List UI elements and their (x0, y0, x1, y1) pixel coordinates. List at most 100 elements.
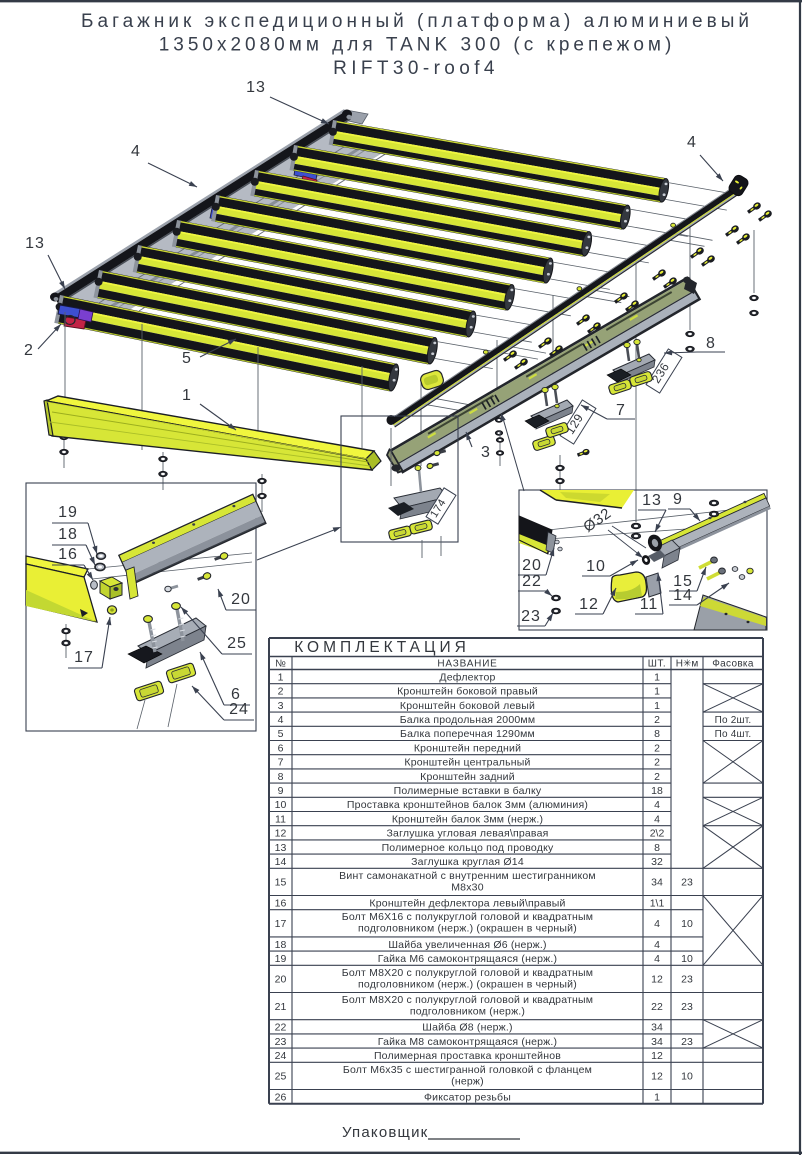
svg-text:4: 4 (131, 143, 141, 160)
svg-text:23: 23 (275, 1036, 287, 1048)
svg-text:Болт М8Х20 с полукруглой голов: Болт М8Х20 с полукруглой головой и квадр… (342, 967, 593, 979)
svg-text:1: 1 (654, 671, 660, 683)
svg-text:20: 20 (522, 557, 542, 574)
svg-text:11: 11 (275, 813, 286, 825)
svg-text:1\1: 1\1 (650, 897, 665, 909)
svg-text:1: 1 (182, 387, 192, 404)
svg-text:25: 25 (275, 1071, 287, 1083)
svg-text:10: 10 (586, 558, 606, 575)
svg-text:2\2: 2\2 (650, 828, 665, 840)
svg-text:34: 34 (651, 1022, 663, 1034)
svg-text:23: 23 (521, 608, 541, 625)
svg-text:1: 1 (654, 1091, 660, 1103)
svg-text:2: 2 (24, 342, 34, 359)
svg-text:КОМПЛЕКТАЦИЯ: КОМПЛЕКТАЦИЯ (294, 639, 470, 656)
svg-text:1: 1 (654, 686, 660, 698)
svg-text:4: 4 (654, 799, 660, 811)
svg-text:12: 12 (651, 1071, 663, 1083)
svg-text:21: 21 (275, 1001, 287, 1013)
svg-text:20: 20 (275, 974, 287, 986)
svg-text:Заглушка круглая Ø14: Заглушка круглая Ø14 (411, 856, 524, 868)
svg-text:4: 4 (278, 714, 284, 726)
svg-text:ШТ.: ШТ. (648, 659, 666, 670)
svg-text:Кронштейн боковой левый: Кронштейн боковой левый (400, 700, 535, 712)
svg-text:Дефлектор: Дефлектор (439, 671, 495, 683)
svg-text:Фасовка: Фасовка (712, 659, 754, 670)
svg-text:НАЗВАНИЕ: НАЗВАНИЕ (437, 659, 497, 670)
svg-text:№: № (275, 659, 286, 670)
svg-text:20: 20 (231, 591, 251, 608)
svg-text:15: 15 (673, 573, 693, 590)
svg-text:17: 17 (275, 918, 287, 930)
svg-text:8: 8 (654, 728, 660, 740)
svg-text:Гайка М6 самоконтрящаяся (нерж: Гайка М6 самоконтрящаяся (нерж.) (378, 953, 557, 965)
svg-text:Кронштейн задний: Кронштейн задний (420, 771, 515, 783)
svg-text:14: 14 (673, 587, 693, 604)
svg-text:Кронштейн балок 3мм (нерж.): Кронштейн балок 3мм (нерж.) (392, 813, 543, 825)
svg-text:2: 2 (654, 771, 660, 783)
svg-text:6: 6 (278, 742, 284, 754)
svg-text:32: 32 (651, 856, 663, 868)
svg-text:14: 14 (275, 856, 287, 868)
svg-text:12: 12 (651, 974, 663, 986)
svg-text:Винт самонакатной с внутренним: Винт самонакатной с внутренним шестигран… (339, 870, 596, 882)
svg-text:13: 13 (25, 235, 45, 252)
svg-text:8: 8 (706, 335, 716, 352)
svg-text:4: 4 (654, 813, 660, 825)
svg-text:RIFT30-roof4: RIFT30-roof4 (333, 58, 499, 79)
svg-text:Кронштейн центральный: Кронштейн центральный (404, 757, 530, 769)
svg-text:24: 24 (229, 701, 249, 718)
svg-text:10: 10 (681, 953, 693, 965)
svg-text:6: 6 (231, 686, 241, 703)
svg-text:Шайба Ø8 (нерж.): Шайба Ø8 (нерж.) (422, 1022, 512, 1034)
svg-text:19: 19 (58, 504, 78, 521)
svg-text:10: 10 (275, 799, 287, 811)
svg-text:1350х2080мм для TANK 300 (с кр: 1350х2080мм для TANK 300 (с крепежом) (159, 35, 676, 56)
svg-text:9: 9 (673, 491, 683, 508)
svg-text:22: 22 (522, 573, 542, 590)
svg-text:3: 3 (278, 700, 284, 712)
svg-text:5: 5 (182, 350, 192, 367)
svg-text:Полимерные вставки в балку: Полимерные вставки в балку (394, 785, 542, 797)
svg-text:Упаковщик: Упаковщик (342, 1124, 428, 1141)
svg-text:2: 2 (654, 757, 660, 769)
svg-text:25: 25 (227, 635, 247, 652)
svg-text:15: 15 (275, 877, 287, 889)
svg-text:Фиксатор резьбы: Фиксатор резьбы (424, 1091, 511, 1103)
svg-text:Кронштейн дефлектора левый\пра: Кронштейн дефлектора левый\правый (369, 897, 565, 909)
svg-text:Проставка кронштейнов балок 3м: Проставка кронштейнов балок 3мм (алюмини… (347, 799, 588, 811)
svg-text:подголовником (нерж.) (окраш: подголовником (нерж.) (окрашен в черный) (358, 978, 577, 990)
svg-text:22: 22 (651, 1001, 663, 1013)
svg-text:По 2шт.: По 2шт. (715, 715, 752, 726)
svg-text:Полимерная проставка кронштейн: Полимерная проставка кронштейнов (374, 1050, 561, 1062)
svg-text:Шайба увеличенная Ø6 (нерж.): Шайба увеличенная Ø6 (нерж.) (388, 939, 546, 951)
svg-text:4: 4 (654, 918, 660, 930)
svg-text:4: 4 (654, 939, 660, 951)
svg-text:11: 11 (640, 596, 659, 613)
svg-text:(нерж): (нерж) (451, 1075, 484, 1087)
svg-text:7: 7 (278, 757, 284, 769)
svg-text:подголовником (нерж.) (окраш: подголовником (нерж.) (окрашен в черный) (358, 923, 577, 935)
svg-text:18: 18 (651, 785, 663, 797)
svg-text:Болт М6Х16 с полукруглой голов: Болт М6Х16 с полукруглой головой и квадр… (342, 911, 593, 923)
svg-text:17: 17 (74, 649, 94, 666)
svg-text:1: 1 (654, 700, 660, 712)
svg-text:Болт М8Х20 с полукруглой голов: Болт М8Х20 с полукруглой головой и квадр… (342, 994, 593, 1006)
svg-text:8: 8 (278, 771, 284, 783)
svg-text:16: 16 (275, 897, 287, 909)
svg-text:Багажник экспедиционный (платф: Багажник экспедиционный (платформа) алюм… (81, 11, 753, 32)
svg-text:13: 13 (246, 79, 266, 96)
svg-text:Болт М6х35 с шестигранной гол: Болт М6х35 с шестигранной головкой с фла… (343, 1064, 592, 1076)
svg-text:Кронштейн передний: Кронштейн передний (414, 742, 521, 754)
svg-text:Балка продольная 2000мм: Балка продольная 2000мм (400, 714, 536, 726)
svg-text:34: 34 (651, 877, 663, 889)
svg-text:23: 23 (681, 974, 693, 986)
svg-text:19: 19 (275, 953, 287, 965)
svg-text:12: 12 (579, 596, 599, 613)
svg-text:2: 2 (654, 742, 660, 754)
svg-text:10: 10 (681, 1071, 693, 1083)
svg-text:7: 7 (616, 402, 626, 419)
svg-text:23: 23 (681, 1001, 693, 1013)
svg-text:22: 22 (275, 1022, 287, 1034)
svg-text:9: 9 (278, 785, 284, 797)
